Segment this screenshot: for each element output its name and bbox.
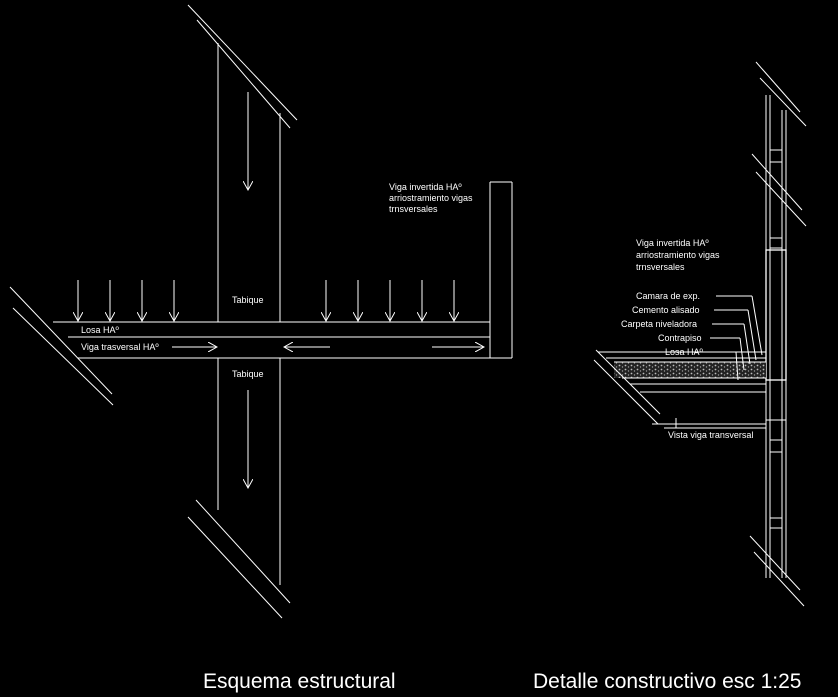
structural-schema: Viga invertida HAº arriostramiento vigas… <box>9 4 513 693</box>
schema-viga-invertida-label-2: arriostramiento vigas <box>389 193 473 203</box>
vista-viga-label: Vista viga transversal <box>668 430 753 440</box>
contrapiso-label: Contrapiso <box>658 333 702 343</box>
detail-viga-invertida-label-3: trnsversales <box>636 262 685 272</box>
camara-label: Camara de exp. <box>636 291 700 301</box>
detail-floor-layers <box>593 349 766 429</box>
constructive-detail: Viga invertida HAº arriostramiento vigas… <box>533 61 807 693</box>
carpeta-label: Carpeta niveladora <box>621 319 697 329</box>
slab-beam <box>9 181 513 406</box>
detail-wall <box>749 61 807 607</box>
cemento-label: Cemento alisado <box>632 305 700 315</box>
slab-load-arrows <box>78 280 454 321</box>
detail-viga-invertida-label-2: arriostramiento vigas <box>636 250 720 260</box>
detail-leaders <box>675 295 763 428</box>
schema-viga-invertida-label-3: trnsversales <box>389 204 438 214</box>
tabique-top-label: Tabique <box>232 295 264 305</box>
tabique-wall <box>187 4 298 619</box>
schema-viga-invertida-label-1: Viga invertida HAº <box>389 182 462 192</box>
schema-viga-transversal-label: Viga trasversal HAº <box>81 342 159 352</box>
tabique-bottom-label: Tabique <box>232 369 264 379</box>
detail-losa-label: Losa HAº <box>665 347 704 357</box>
schema-caption: Esquema estructural <box>203 670 396 693</box>
detail-viga-invertida-label-1: Viga invertida HAº <box>636 238 709 248</box>
schema-losa-label: Losa HAº <box>81 325 120 335</box>
detail-caption: Detalle constructivo esc 1:25 <box>533 670 801 693</box>
